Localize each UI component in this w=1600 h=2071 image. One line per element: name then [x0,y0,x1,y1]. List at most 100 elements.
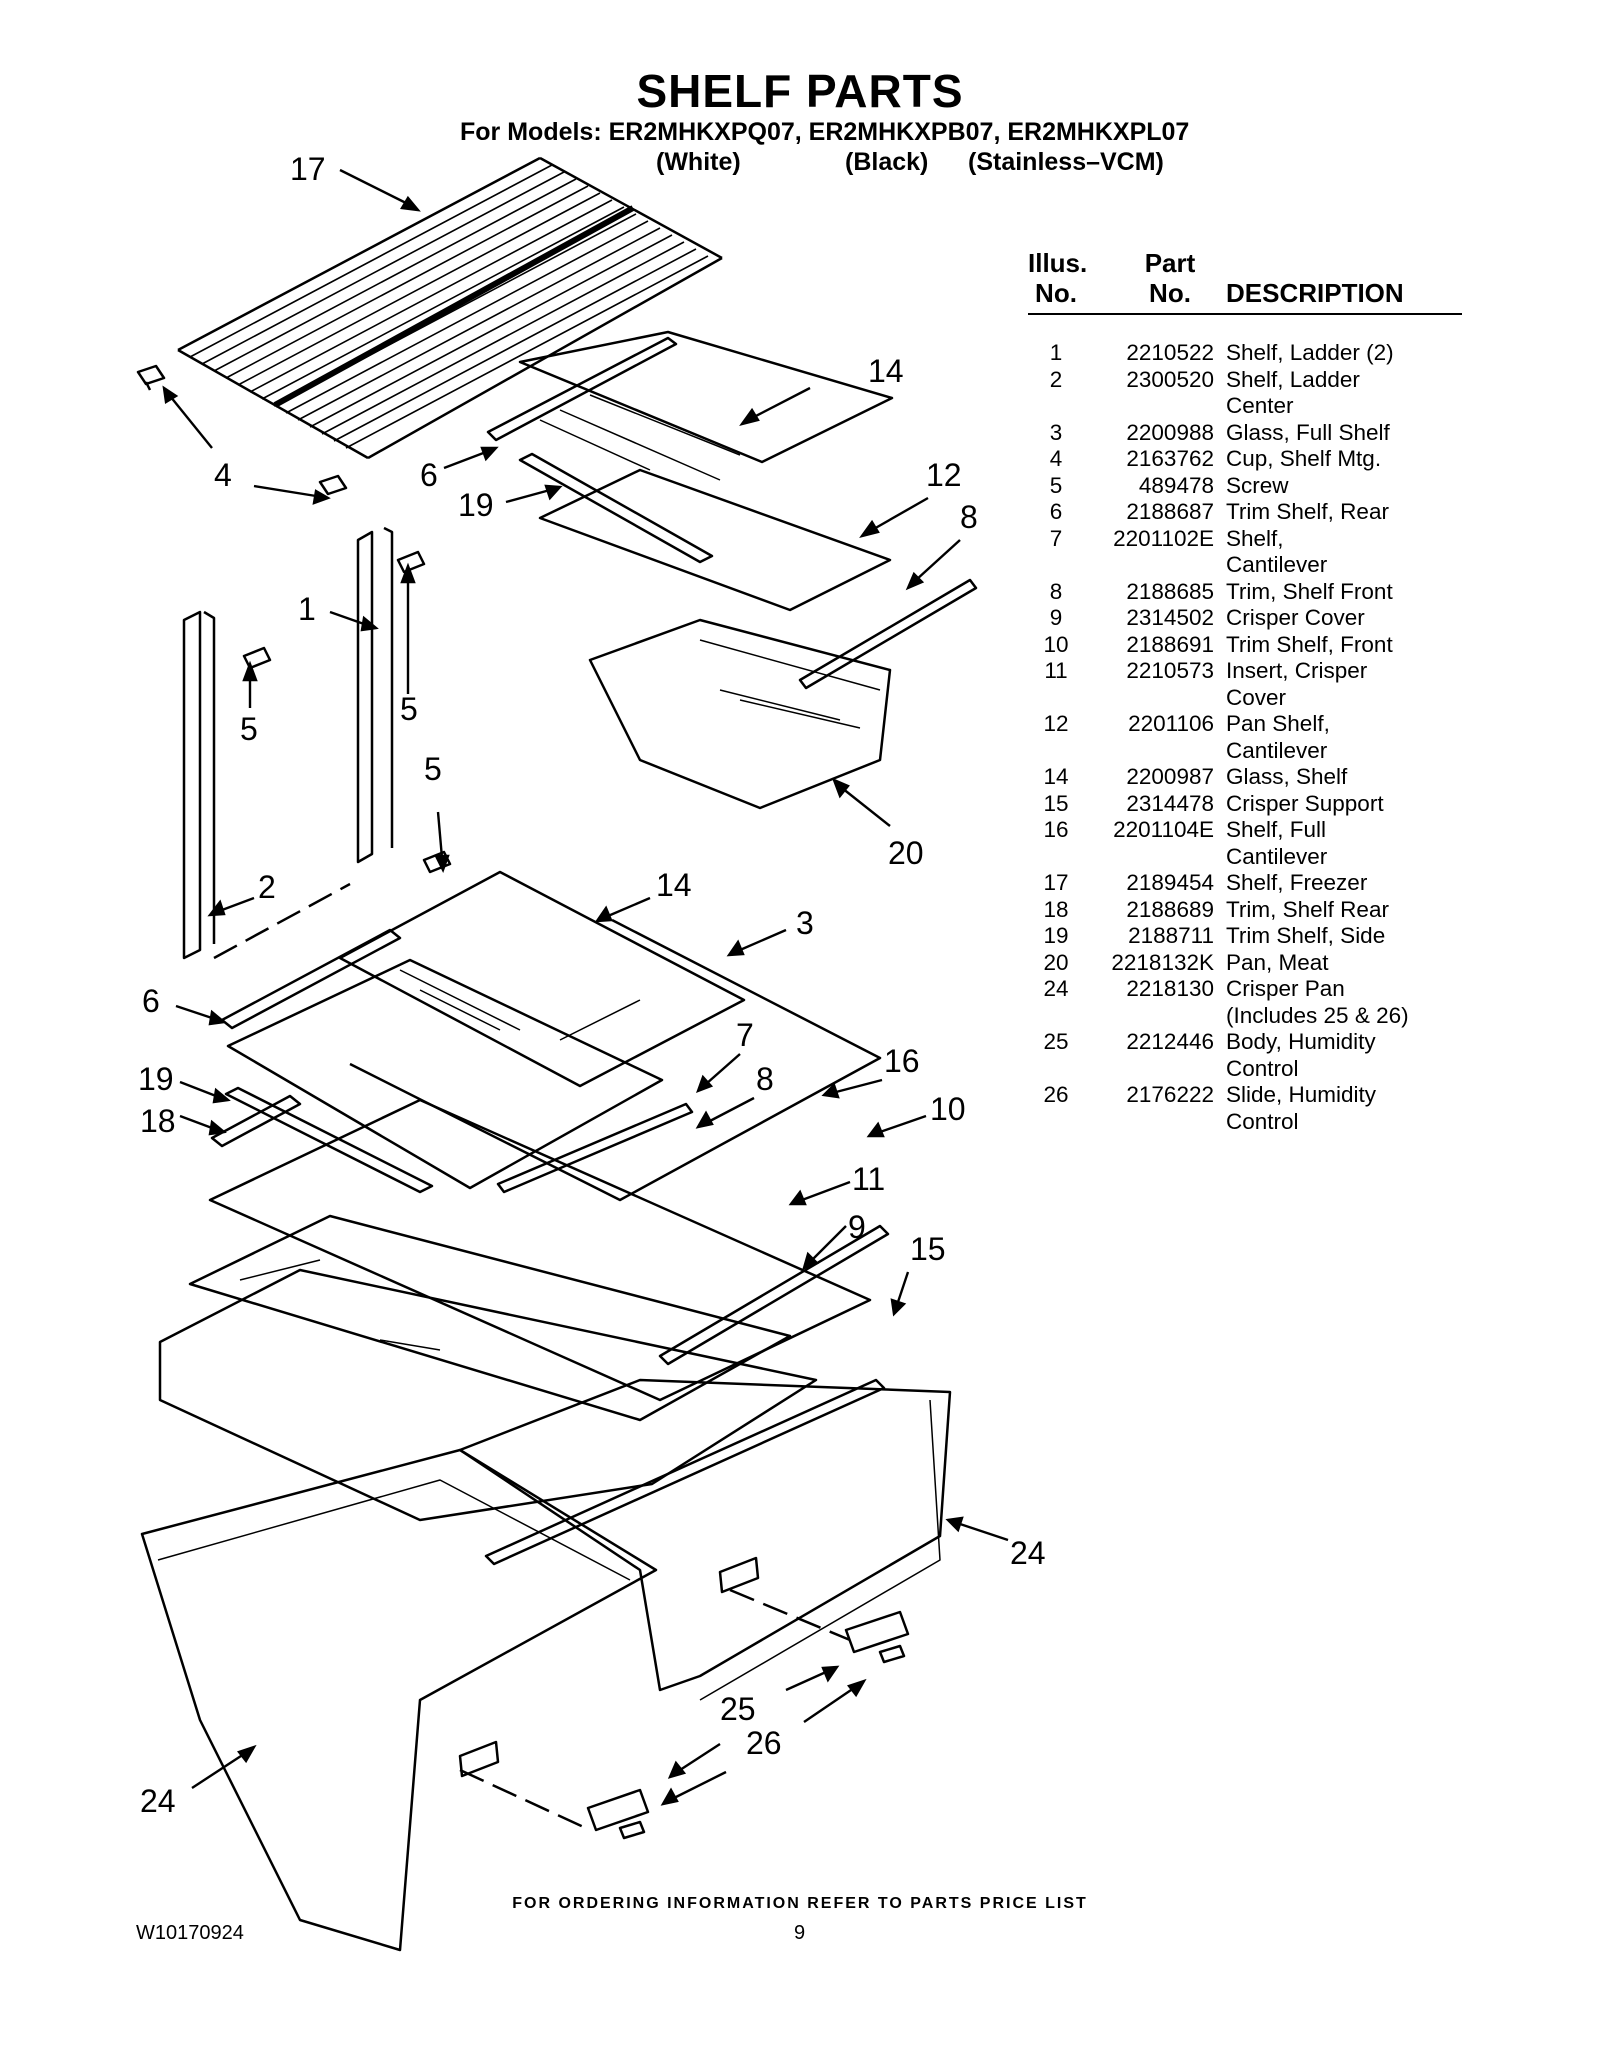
illus-number: 10 [1043,631,1069,657]
illus-number: 18 [1043,896,1069,922]
part-description: Crisper Support [1214,791,1488,818]
part-number: 2218132K [1111,949,1214,975]
description-line: Insert, Crisper [1226,658,1368,683]
document-number: W10170924 [136,1922,244,1944]
ladder-left [182,610,216,960]
upper-glass-shelf [518,330,894,464]
part-number: 2176222 [1126,1082,1214,1107]
description-line: Cup, Shelf Mtg. [1226,446,1382,471]
middle-glass-shelf [338,870,746,1088]
front-trim [496,1102,694,1194]
full-glass-shelf [349,918,882,1202]
full-front-trim [658,1224,890,1366]
part-number: 2188685 [1126,578,1214,604]
callout-10: 10 [930,1091,966,1127]
part-description: Trim, Shelf Front [1214,579,1488,606]
callout-2: 2 [258,869,276,905]
illus-number: 19 [1043,923,1069,948]
description-line: Body, Humidity [1226,1029,1376,1054]
middle-trim-rear [220,928,402,1030]
callout-7: 7 [736,1017,754,1053]
part-number: 2210522 [1126,340,1214,365]
illus-number: 9 [1049,605,1063,630]
callout-14-middle: 14 [656,867,692,903]
upper-side-trim [518,452,714,564]
description-line-2: Cantilever [1226,552,1328,577]
callout-11: 11 [852,1161,885,1197]
description-line: Trim, Shelf Front [1226,578,1393,604]
meat-pan [588,618,892,810]
crisper-pan-left [140,1448,658,1952]
part-number: 2188689 [1126,896,1214,922]
illus-number: 8 [1049,578,1063,604]
header-illus: Illus. No. [1028,248,1088,308]
callout-8-upper: 8 [960,499,978,535]
variant-stainless: (Stainless–VCM) [968,148,1164,176]
part-number: 2189454 [1126,870,1214,895]
callout-26: 26 [746,1725,782,1761]
description-line: Shelf, Full [1226,817,1327,842]
screw-1 [396,550,426,574]
models-line: For Models: ER2MHKXPQ07, ER2MHKXPB07, ER… [460,118,1190,146]
part-description: Cup, Shelf Mtg. [1214,446,1488,473]
screw-2 [242,646,272,670]
cantilever-shelf [226,958,664,1190]
description-line: Trim, Shelf Rear [1226,896,1389,922]
callout-24-left: 24 [140,1783,176,1819]
part-number: 2314502 [1126,605,1214,630]
illus-number: 26 [1043,1082,1069,1107]
callout-9: 9 [848,1209,866,1245]
part-number: 489478 [1138,472,1214,498]
crisper-support [484,1378,886,1566]
description-line: Shelf, Ladder [1226,366,1360,392]
part-description: Crisper Pan(Includes 25 & 26) [1214,976,1488,1029]
illus-number: 24 [1043,976,1069,1001]
crisper-pan-right [458,1378,952,1692]
full-cantilever-shelf [208,1098,872,1402]
upper-front-trim [798,578,978,690]
screw-3 [422,850,452,874]
callout-12: 12 [926,457,962,493]
page-title: SHELF PARTS [636,65,964,117]
part-description: Shelf, Ladder (2) [1214,340,1488,367]
part-description: Glass, Full Shelf [1214,420,1488,447]
page-number: 9 [794,1922,806,1944]
illus-number: 5 [1049,472,1063,498]
callout-18: 18 [140,1103,176,1139]
header-part: Part No. [1144,248,1196,308]
header-rule [1028,313,1462,315]
illus-number: 1 [1049,340,1063,365]
header-description: DESCRIPTION [1226,278,1404,308]
description-line-2: Cantilever [1226,843,1328,869]
description-line: Trim Shelf, Rear [1226,499,1389,524]
part-number: 2201104E [1113,817,1214,842]
part-number: 2314478 [1126,790,1214,816]
upper-pan-shelf [538,468,892,612]
description-line-2: Cover [1226,684,1287,710]
part-number: 2188687 [1126,499,1214,524]
part-description: Trim Shelf, Front [1214,632,1488,659]
middle-trim-shelf-rear [210,1094,302,1148]
illus-number: 15 [1043,790,1069,816]
part-description: Pan, Meat [1214,950,1488,977]
description-line: Shelf, [1226,525,1284,551]
callout-24-right: 24 [1010,1535,1046,1571]
part-description: Screw [1214,473,1488,500]
